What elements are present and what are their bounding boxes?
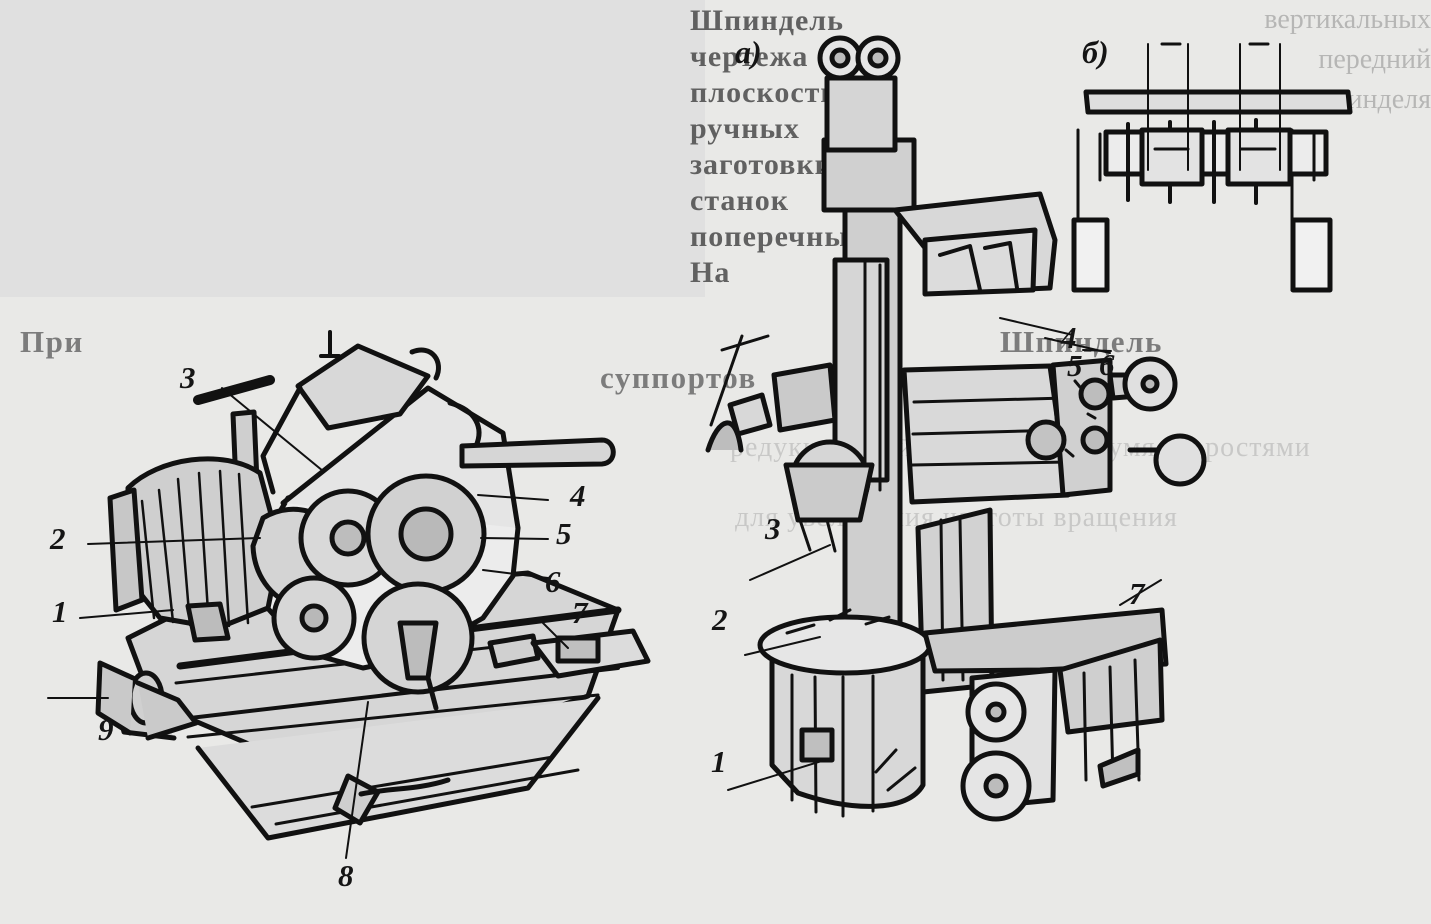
text-line: При [20,324,84,359]
diagram-label-5-left: 5 [556,516,572,551]
diagram-label-9-left: 9 [98,712,114,747]
diagram-label-4-left: 4 [570,478,586,513]
figure-caption-a: а) [735,34,762,70]
diagram-label-6-left: 6 [545,564,561,599]
vertical-machine-diagram-right [705,35,1353,822]
text-line: Шпиндель [690,4,844,37]
diagram-label-7-right: 7 [1129,576,1145,611]
text-line: поперечных [690,220,865,253]
text-line: чертежа [690,40,809,73]
text-line: ручных [690,112,800,145]
diagram-label-7-left: 7 [572,595,588,630]
blank-scanned-area [0,0,705,297]
text-line: Шпиндель [1000,324,1163,359]
text-line: суппортов [600,360,757,395]
diagram-label-3-right: 3 [765,511,781,546]
diagram-label-2-right: 2 [712,602,728,637]
text-line: плоскость [690,76,838,109]
text-line: передний [1318,44,1431,75]
diagram-label-1-right: 1 [711,744,727,779]
drilling-machine-diagram-left [47,330,651,859]
diagram-label-6-right: 6 [1099,347,1115,382]
text-line: станок [690,184,789,217]
diagram-label-4-right: 4 [1061,320,1077,355]
diagram-label-5-right: 5 [1067,348,1083,383]
text-line: На [690,256,731,289]
diagram-label-3-left: 3 [180,360,196,395]
diagram-label-1-left: 1 [52,594,68,629]
diagram-label-2-left: 2 [50,521,66,556]
figure-caption-b: б) [1082,34,1109,70]
text-line: вертикальных [1264,4,1431,35]
diagram-label-8-left: 8 [338,858,354,893]
background-text-lines: Шпиндель чертежа плоскость ручных загото… [690,4,1431,334]
text-line: заготовки [690,148,833,181]
